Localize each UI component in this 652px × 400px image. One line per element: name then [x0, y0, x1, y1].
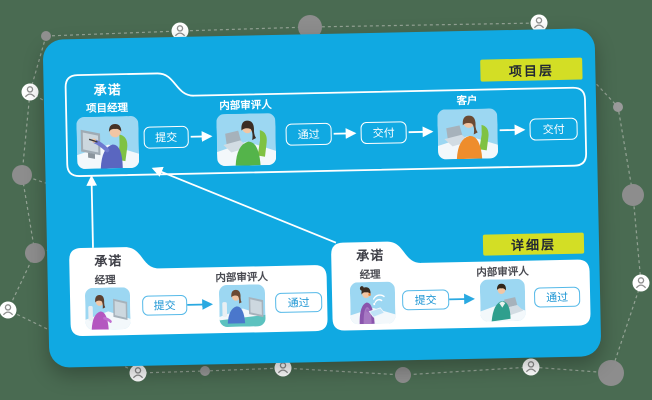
- customer-illustration: [437, 108, 499, 160]
- action-deliver-project-2: 交付: [529, 117, 578, 141]
- detail-left-tab: 承诺: [94, 254, 123, 270]
- action-pass-detail-right: 通过: [533, 286, 581, 308]
- internal-reviewer-illustration-top: [216, 112, 277, 167]
- reviewer-illustration-left: [218, 284, 266, 328]
- project-group-tab: 承诺: [93, 83, 122, 99]
- detail-folder-right: [331, 241, 591, 331]
- detail-right-role-reviewer: 内部审评人: [476, 265, 529, 279]
- manager-illustration-right: [349, 281, 396, 325]
- detail-layer-badge: 详细层: [482, 232, 585, 256]
- project-layer-badge: 项目层: [480, 57, 583, 82]
- action-submit-project: 提交: [143, 125, 189, 149]
- detail-right-role-manager: 经理: [359, 268, 381, 282]
- network-nodes: [0, 13, 651, 386]
- action-deliver-project-1: 交付: [360, 121, 407, 145]
- action-pass-detail-left: 通过: [274, 292, 323, 314]
- project-layer-container: [64, 72, 588, 177]
- detail-right-tab: 承诺: [356, 248, 385, 265]
- action-submit-detail-right: 提交: [401, 289, 450, 311]
- flow-arrows-white: [86, 124, 526, 248]
- project-manager-illustration: [76, 115, 140, 170]
- action-pass-project: 通过: [285, 122, 332, 146]
- detail-left-role-manager: 经理: [94, 274, 116, 287]
- diagram-panel: 项目层 承诺 项目经理 内部审评人 客户 提交: [42, 28, 602, 368]
- reviewer-illustration-right: [479, 278, 526, 322]
- role-label-project-manager: 项目经理: [85, 102, 129, 115]
- flow-arrows-blue: [187, 293, 475, 310]
- detail-left-role-reviewer: 内部审评人: [215, 271, 269, 285]
- manager-illustration-left: [84, 287, 131, 330]
- role-label-customer: 客户: [456, 94, 478, 108]
- role-label-internal-reviewer: 内部审评人: [219, 99, 272, 113]
- action-submit-detail-left: 提交: [142, 294, 188, 316]
